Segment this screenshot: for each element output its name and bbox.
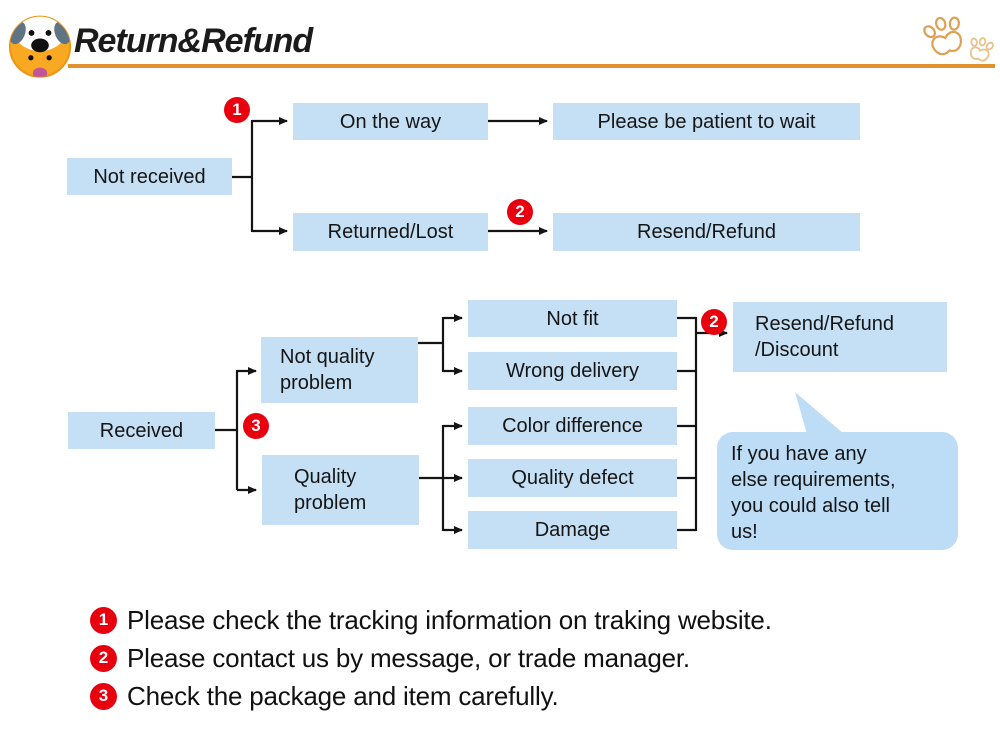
legend-text-1: Please check the tracking information on…	[127, 604, 772, 635]
badge-3-received: 3	[243, 413, 269, 439]
node-wrong-delivery: Wrong delivery	[468, 352, 677, 390]
node-please-be-patient: Please be patient to wait	[553, 103, 860, 140]
header-divider	[68, 64, 995, 68]
node-resend-refund-discount: Resend/Refund /Discount	[733, 302, 947, 372]
node-received: Received	[68, 412, 215, 449]
badge-1-on-the-way: 1	[224, 97, 250, 123]
node-not-quality-problem: Not quality problem	[261, 337, 418, 403]
paw-prints-icon	[923, 16, 994, 62]
page-title: Return&Refund	[74, 22, 313, 60]
node-not-fit: Not fit	[468, 300, 677, 337]
node-quality-problem: Quality problem	[262, 455, 419, 525]
node-damage: Damage	[468, 511, 677, 549]
legend: 1 Please check the tracking information …	[90, 601, 772, 715]
legend-item-2: 2 Please contact us by message, or trade…	[90, 639, 772, 677]
legend-item-3: 3 Check the package and item carefully.	[90, 677, 772, 715]
legend-badge-1: 1	[90, 606, 117, 634]
dog-face-icon	[8, 15, 72, 78]
speech-bubble-tail	[795, 392, 844, 434]
node-resend-refund: Resend/Refund	[553, 213, 860, 251]
legend-badge-3: 3	[90, 682, 117, 710]
speech-bubble: If you have any else requirements, you c…	[717, 432, 958, 550]
node-returned-lost: Returned/Lost	[293, 213, 488, 251]
node-quality-defect: Quality defect	[468, 459, 677, 497]
legend-text-2: Please contact us by message, or trade m…	[127, 642, 690, 673]
badge-2-outcome: 2	[701, 309, 727, 335]
node-not-received: Not received	[67, 158, 232, 195]
legend-item-1: 1 Please check the tracking information …	[90, 601, 772, 639]
legend-text-3: Check the package and item carefully.	[127, 680, 559, 711]
node-on-the-way: On the way	[293, 103, 488, 140]
node-color-difference: Color difference	[468, 407, 677, 445]
legend-badge-2: 2	[90, 644, 117, 672]
badge-2-resend-refund: 2	[507, 199, 533, 225]
